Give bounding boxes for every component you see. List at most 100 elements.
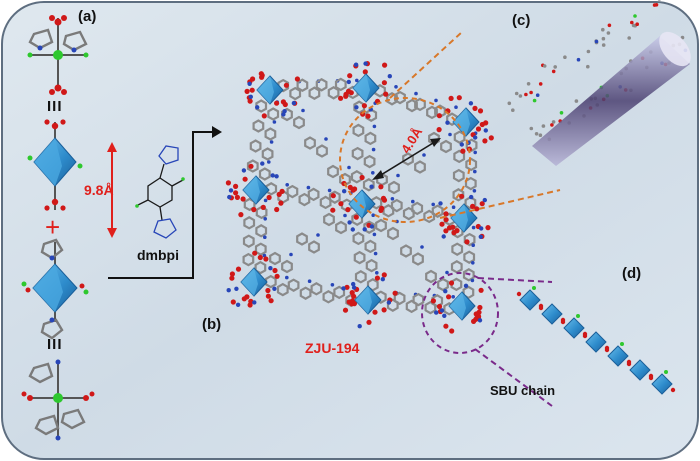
dmbpi-ligand-structure (137, 145, 184, 239)
oxygen-atom (347, 73, 353, 79)
ligand-ring (258, 167, 271, 181)
ligand-ring (463, 250, 476, 264)
panel-label-d: (d) (622, 265, 642, 282)
nitrogen-atom (431, 202, 436, 207)
cobalt-complex-bottom (21, 359, 95, 441)
panel-label-a: (a) (78, 8, 97, 25)
channel-atom (524, 92, 528, 97)
ligand-ring (352, 231, 365, 246)
oxygen-atom (242, 176, 248, 182)
nitrogen-atom (411, 199, 415, 204)
ligand-ring (308, 86, 321, 100)
oxygen-atom (446, 294, 452, 300)
ligand-ring (252, 119, 265, 133)
framework-nodes (225, 61, 494, 334)
ligand-ring (335, 220, 347, 235)
nitrogen-atom (330, 283, 335, 287)
octahedron-facet (257, 76, 274, 104)
oxygen-atom (365, 113, 371, 119)
plus-sign: + (45, 212, 61, 242)
sbu-fluorine (576, 314, 580, 318)
channel-atom (633, 14, 637, 18)
oxygen-atom (366, 319, 372, 325)
oxygen-atom (472, 105, 478, 111)
oxygen-atom (345, 207, 351, 213)
ligand-ring (281, 107, 293, 122)
sbu-oxygen (626, 361, 632, 367)
distance-arrow-pore (375, 139, 439, 179)
nitrogen-atom (445, 120, 450, 125)
oxygen-atom (283, 82, 289, 88)
oxygen-atom (265, 293, 271, 299)
ligand-ring (323, 212, 335, 227)
panel-label-c: (c) (512, 12, 531, 29)
nitrogen-atom (285, 183, 290, 187)
oxygen-atom (353, 214, 359, 220)
oxygen-atom (482, 138, 488, 144)
ligand-ring (308, 240, 320, 254)
oxygen-atom (268, 298, 274, 304)
oxygen-atom (477, 108, 484, 114)
ligand-ring (276, 282, 289, 297)
nitrogen-atom (434, 98, 438, 103)
channel-atom (680, 35, 685, 40)
oxygen-atom (374, 275, 380, 281)
oxygen-atom (372, 309, 378, 315)
sbu-chain-label: SBU chain (490, 383, 556, 398)
nitrogen-atom (347, 165, 351, 170)
nitrogen-atom (235, 302, 241, 307)
framework-structure (225, 61, 494, 334)
nitrogen-atom (362, 227, 367, 232)
nitrogen-atom (441, 234, 446, 239)
nitrogen-atom (471, 243, 476, 247)
oxygen-atom (247, 302, 253, 308)
ligand-ring (327, 164, 339, 179)
channel-atom (563, 55, 567, 59)
sbu-highlight-circle (421, 272, 499, 354)
ligand-ring (296, 232, 308, 246)
oxygen-atom (381, 307, 387, 313)
ligand-ring (299, 286, 312, 300)
nitrogen-atom (422, 153, 426, 157)
nitrogen-atom (260, 161, 265, 166)
nitrogen-atom (445, 270, 449, 275)
ligand-ring (353, 250, 366, 265)
nitrogen-atom (346, 79, 351, 85)
nitrogen-atom (396, 173, 400, 178)
oxygen-atom (459, 193, 465, 199)
nitrogen-atom (226, 288, 231, 293)
triple-bond-bottom: III (47, 336, 63, 353)
oxygen-atom (343, 91, 349, 97)
nitrogen-atom (473, 169, 477, 174)
nitrogen-atom (372, 124, 377, 129)
nitrogen-atom (282, 109, 287, 114)
ligand-ring (304, 136, 316, 150)
nitrogen-atom (387, 74, 392, 79)
ligand-ring (426, 105, 438, 120)
ligand-ring (242, 234, 255, 248)
channel-atom (538, 82, 543, 86)
nitrogen-atom (263, 235, 267, 239)
dmbpi-methyl-bottom (135, 204, 139, 208)
ligand-ring (264, 274, 277, 289)
channel-atom (511, 108, 515, 112)
channel-atom (542, 64, 547, 68)
channel-atom (532, 98, 537, 103)
oxygen-atom (351, 301, 357, 307)
sbu-octahedron (563, 317, 585, 339)
oxygen-atom (485, 225, 491, 231)
oxygen-atom (381, 80, 387, 86)
ligand-ring (363, 220, 376, 234)
ligand-ring (255, 205, 268, 220)
nitrogen-atom (347, 220, 352, 225)
ligand-ring (462, 268, 475, 282)
oxygen-atom (449, 328, 455, 334)
oxygen-atom (439, 221, 445, 227)
oxygen-atom (248, 163, 254, 169)
oxygen-atom (488, 135, 494, 141)
oxygen-atom (359, 174, 365, 181)
oxygen-atom (342, 307, 349, 313)
sbu-octahedron (519, 289, 541, 311)
ligand-ring (267, 107, 280, 121)
